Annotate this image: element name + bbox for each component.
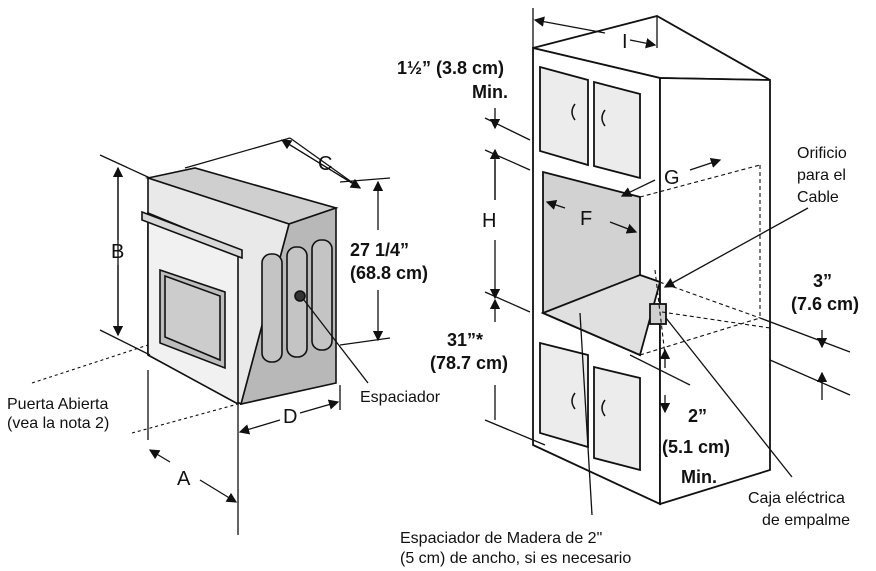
orificio-3: Cable [797, 189, 839, 206]
label-c: C [318, 153, 332, 175]
label-a: A [177, 468, 191, 490]
label-g: G [664, 167, 680, 189]
puerta-label-1: Puerta Abierta [7, 396, 109, 413]
madera-1: Espaciador de Madera de 2" [400, 530, 602, 547]
cabinet-dimension-lines [484, 8, 851, 516]
oven-drawing [141, 167, 339, 406]
labels: C B D A 27 1/4” (68.8 cm) Espaciador Pue… [7, 31, 859, 567]
side-cm: (7.6 cm) [791, 294, 859, 314]
label-d: D [283, 406, 297, 428]
cabinet-drawing [532, 15, 771, 506]
bottom-min: Min. [681, 467, 717, 487]
height-cm: (68.8 cm) [350, 263, 428, 283]
espaciador-label: Espaciador [360, 389, 441, 406]
top-gap-label-2: Min. [472, 82, 508, 102]
cutout-cm: (78.7 cm) [430, 353, 508, 373]
oven-dimension-lines [99, 137, 391, 535]
cutout-in: 31”* [447, 330, 483, 350]
orificio-2: para el [797, 167, 846, 184]
orificio-1: Orificio [797, 145, 847, 162]
label-h: H [482, 210, 496, 232]
caja-2: de empalme [762, 512, 850, 529]
door-open-outline [31, 344, 239, 434]
cabinet-hidden-lines [639, 164, 771, 356]
top-gap-label-1: 1½” (3.8 cm) [397, 58, 504, 78]
puerta-label-2: (vea la nota 2) [7, 415, 109, 432]
bottom-cm: (5.1 cm) [662, 437, 730, 457]
label-b: B [111, 241, 124, 263]
caja-1: Caja eléctrica [748, 490, 845, 507]
height-in: 27 1/4” [350, 240, 409, 260]
madera-2: (5 cm) de ancho, si es necesario [400, 550, 631, 567]
side-in: 3” [813, 271, 832, 291]
label-i: I [622, 31, 628, 53]
label-f: F [580, 208, 592, 230]
bottom-in: 2” [688, 406, 707, 426]
